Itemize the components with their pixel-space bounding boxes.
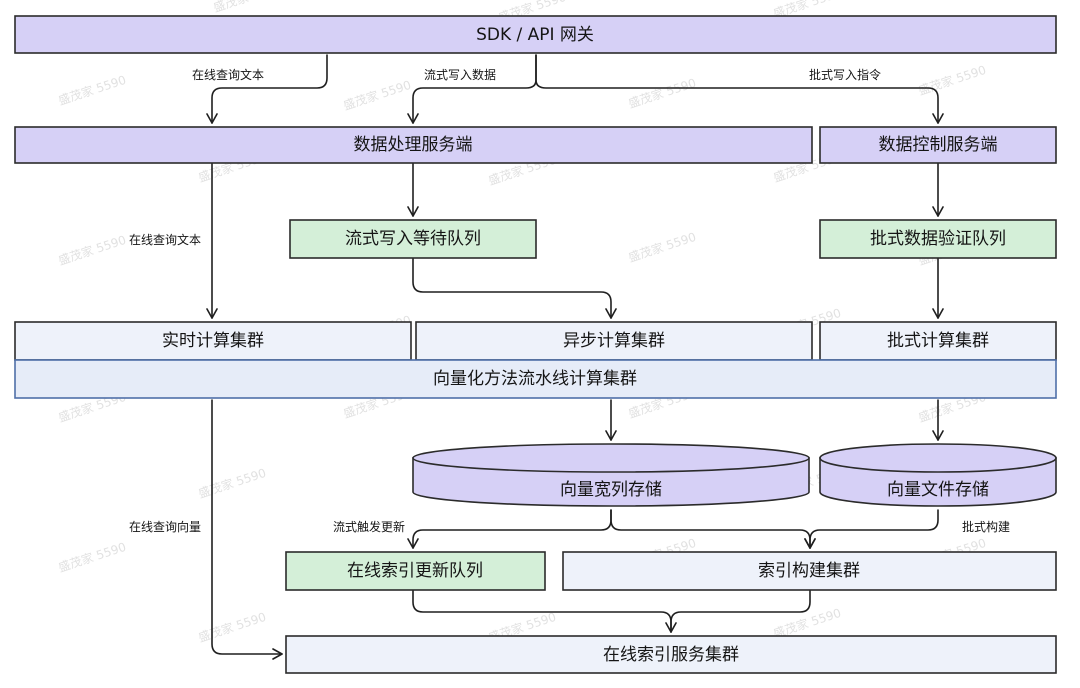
online-index-update-queue-node <box>285 551 546 591</box>
batch-validation-queue-label: 批式数据验证队列 <box>870 229 1006 249</box>
data-control-server-label: 数据控制服务端 <box>879 135 998 155</box>
watermark-7: 盛茂家 5590 <box>916 62 988 98</box>
watermark-1: 盛茂家 5590 <box>211 0 283 15</box>
vector-pipeline-cluster-node <box>14 359 1057 399</box>
online-index-service-cluster-label: 在线索引服务集群 <box>603 645 739 665</box>
edge-index-build-merge <box>670 589 811 633</box>
edge-gateway-to-processing-query <box>206 54 328 124</box>
edge-update-queue-merge <box>412 589 677 633</box>
watermark-6: 盛茂家 5590 <box>626 75 698 111</box>
watermark-4: 盛茂家 5590 <box>56 72 128 108</box>
vector-file-storage-label: 向量文件存储 <box>887 480 989 500</box>
index-build-cluster-node <box>562 551 1057 591</box>
data-control-server-node <box>819 126 1057 164</box>
watermark-5: 盛茂家 5590 <box>341 77 413 113</box>
data-processing-server-node <box>14 126 813 164</box>
edge-label-online-query-text-top: 在线查询文本 <box>192 67 264 82</box>
watermark-12: 盛茂家 5590 <box>626 229 698 265</box>
edge-label-online-query-text-mid: 在线查询文本 <box>129 232 201 247</box>
vector-wide-column-storage-label: 向量宽列存储 <box>560 480 662 500</box>
stream-write-queue-node <box>289 219 537 259</box>
edge-stream-queue-to-async <box>412 257 617 319</box>
edge-label-stream-write-data: 流式写入数据 <box>424 67 496 82</box>
index-build-cluster-label: 索引构建集群 <box>758 561 860 581</box>
async-cluster-label: 异步计算集群 <box>563 331 665 351</box>
edge-label-batch-build: 批式构建 <box>962 519 1010 534</box>
watermark-11: 盛茂家 5590 <box>56 232 128 268</box>
edge-labels: 在线查询文本 流式写入数据 批式写入指令 在线查询文本 在线查询向量 流式触发更… <box>129 67 1010 534</box>
batch-validation-queue-node <box>819 219 1057 259</box>
online-index-service-cluster-node <box>285 635 1057 674</box>
vector-pipeline-cluster-label: 向量化方法流水线计算集群 <box>433 369 637 389</box>
gateway-node <box>14 15 1057 54</box>
watermark-23: 盛茂家 5590 <box>56 539 128 575</box>
edge-gateway-to-control-batch <box>535 54 944 124</box>
online-index-update-queue-label: 在线索引更新队列 <box>347 561 483 581</box>
vector-file-storage-node: 向量文件存储 <box>819 443 1057 507</box>
edge-file-storage-to-index-build <box>804 509 939 549</box>
stream-write-queue-label: 流式写入等待队列 <box>345 229 481 249</box>
realtime-cluster-label: 实时计算集群 <box>162 331 264 351</box>
watermark-20: 盛茂家 5590 <box>196 465 268 501</box>
batch-cluster-node <box>819 321 1057 361</box>
edge-wide-storage-to-update-queue <box>407 509 612 549</box>
watermark-26: 盛茂家 5590 <box>196 609 268 645</box>
edge-realtime-to-index-service <box>211 399 283 660</box>
nodes: SDK / API 网关 数据处理服务端 数据控制服务端 流式写入等待队列 批式… <box>14 15 1057 674</box>
edge-label-online-query-vector: 在线查询向量 <box>129 519 201 534</box>
edges <box>206 54 944 660</box>
data-processing-server-label: 数据处理服务端 <box>354 135 473 155</box>
edge-gateway-to-processing-stream <box>407 54 537 124</box>
gateway-label: SDK / API 网关 <box>476 25 594 45</box>
edge-wide-storage-to-index-build <box>610 509 816 549</box>
vector-wide-column-storage-node: 向量宽列存储 <box>412 443 810 507</box>
batch-cluster-label: 批式计算集群 <box>887 331 989 351</box>
edge-label-stream-trigger-update: 流式触发更新 <box>333 519 405 534</box>
async-cluster-node <box>415 321 813 361</box>
edge-label-batch-write-command: 批式写入指令 <box>809 67 881 82</box>
